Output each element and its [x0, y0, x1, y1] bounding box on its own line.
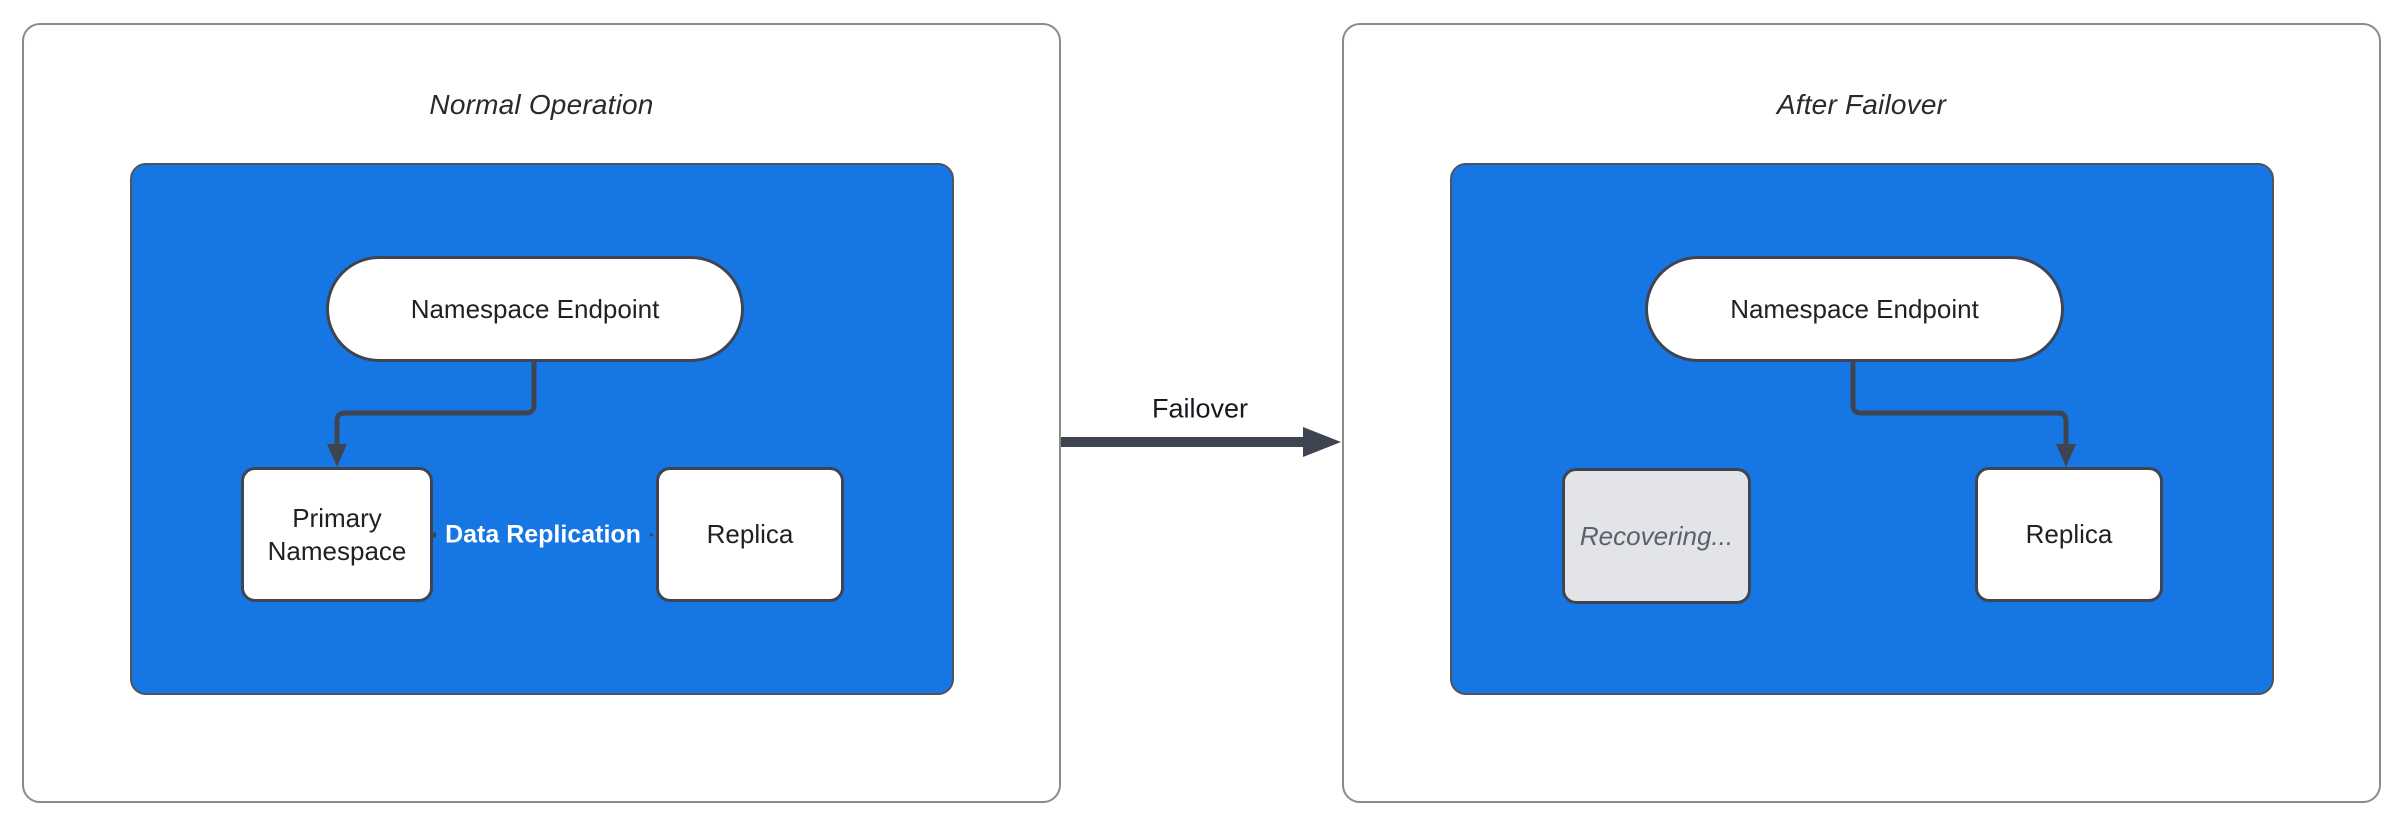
- node-label: Replica: [706, 519, 794, 550]
- failover-arrow: [1061, 427, 1341, 457]
- node-label: Primary Namespace: [267, 503, 407, 566]
- panel-title-after-failover: After Failover: [1776, 89, 1947, 120]
- node-primary-namespace: Primary Namespace: [241, 467, 433, 602]
- failover-label: Failover: [1151, 393, 1249, 424]
- container-normal: Namespace Endpoint Primary Namespace Rep…: [130, 163, 954, 695]
- node-replica: Replica: [1975, 467, 2163, 602]
- node-label: Namespace Endpoint: [410, 293, 660, 324]
- node-namespace-endpoint: Namespace Endpoint: [1645, 256, 2064, 362]
- edge-label-data-replication: Data Replication: [436, 517, 650, 553]
- panel-after-failover: After Failover Namespace Endpoint Recove…: [1342, 23, 2381, 803]
- container-failover: Namespace Endpoint Recovering... Replica: [1450, 163, 2274, 695]
- node-replica: Replica: [656, 467, 844, 602]
- panel-title-normal-operation: Normal Operation: [429, 89, 654, 120]
- arrowhead-right-icon: [1303, 427, 1341, 457]
- node-label: Namespace Endpoint: [1730, 293, 1979, 324]
- node-namespace-endpoint: Namespace Endpoint: [326, 256, 744, 362]
- node-label: Recovering...: [1579, 520, 1734, 551]
- node-recovering: Recovering...: [1562, 468, 1751, 604]
- node-label: Replica: [2025, 519, 2113, 550]
- panel-normal-operation: Normal Operation Namespace Endpoint Prim…: [22, 23, 1061, 803]
